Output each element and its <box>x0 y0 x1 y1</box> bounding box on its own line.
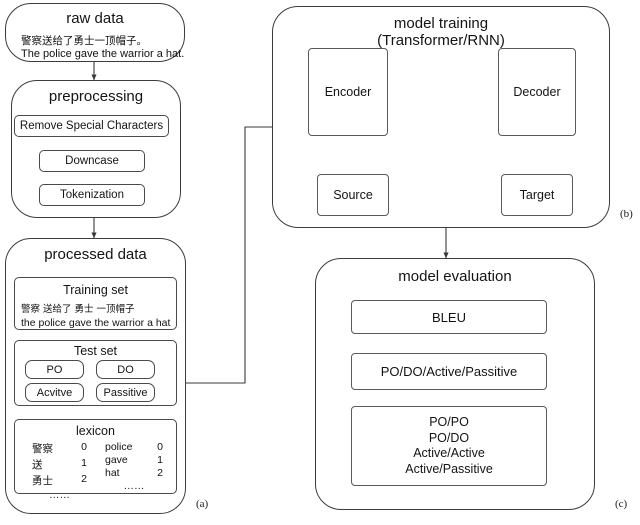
lexicon-token: police <box>105 441 133 453</box>
eval-pairs[interactable]: PO/PO PO/DO Active/Active Active/Passiti… <box>351 406 547 486</box>
test-tag-active[interactable]: Acvitve <box>25 383 84 402</box>
lexicon-id: 1 <box>81 457 87 469</box>
block-label: Source <box>333 188 373 202</box>
step-tokenization[interactable]: Tokenization <box>39 184 145 206</box>
test-tag-po[interactable]: PO <box>25 360 84 379</box>
step-label: Tokenization <box>60 189 124 201</box>
test-tag-passive[interactable]: Passitive <box>96 383 155 402</box>
preprocessing-title: preprocessing <box>48 88 144 105</box>
eval-pair-line: Active/Passitive <box>405 461 493 476</box>
eval-categories-label: PO/DO/Active/Passitive <box>380 364 518 379</box>
step-downcase[interactable]: Downcase <box>39 150 145 172</box>
lexicon-box: lexicon <box>14 419 177 494</box>
training-set-cjk-line: 警察 送给了 勇士 一顶帽子 <box>21 304 135 315</box>
eval-metric-bleu[interactable]: BLEU <box>351 300 547 334</box>
raw-data-english-line: The police gave the warrior a hat. <box>21 48 185 60</box>
training-set-box[interactable]: Training set 警察 送给了 勇士 一顶帽子 the police g… <box>14 277 177 330</box>
step-label: Downcase <box>65 155 119 167</box>
panel-tag-b: (b) <box>620 208 633 220</box>
lexicon-token: 勇士 <box>32 475 53 487</box>
block-source[interactable]: Source <box>317 174 389 216</box>
processed-data-title: processed data <box>44 246 147 263</box>
model-training-title-line2: (Transformer/RNN) <box>377 32 505 49</box>
eval-pair-line: PO/PO <box>429 415 469 429</box>
raw-data-title: raw data <box>66 10 124 27</box>
group-raw-data: raw data 警察送给了勇士一顶帽子。 The police gave th… <box>5 3 185 62</box>
model-training-title-line1: model training <box>393 15 489 32</box>
panel-tag-a: (a) <box>196 498 209 510</box>
test-tag-label: PO <box>46 363 63 376</box>
block-encoder[interactable]: Encoder <box>308 48 388 136</box>
step-remove-special-characters[interactable]: Remove Special Characters <box>14 115 169 137</box>
lexicon-ellipsis: …… <box>49 489 70 501</box>
training-set-title: Training set <box>63 283 128 297</box>
step-label: Remove Special Characters <box>19 120 164 132</box>
panel-tag-c: (c) <box>615 498 628 510</box>
block-decoder[interactable]: Decoder <box>498 48 576 136</box>
lexicon-id: 2 <box>157 467 163 479</box>
block-label: Decoder <box>513 85 561 99</box>
training-set-english-line: the police gave the warrior a hat <box>21 317 171 329</box>
block-label: Target <box>519 188 555 202</box>
test-tag-label: Acvitve <box>36 386 73 399</box>
eval-pair-line: PO/DO <box>428 430 470 445</box>
test-tag-do[interactable]: DO <box>96 360 155 379</box>
lexicon-id: 0 <box>157 441 163 453</box>
eval-categories[interactable]: PO/DO/Active/Passitive <box>351 353 547 390</box>
test-tag-label: DO <box>117 363 134 376</box>
lexicon-left-column: 警察 0 送 1 勇士 2 …… <box>32 441 87 501</box>
lexicon-token: hat <box>105 467 120 479</box>
lexicon-right-column: police 0 gave 1 hat 2 …… <box>105 441 163 492</box>
lexicon-ellipsis: …… <box>123 480 145 492</box>
block-label: Encoder <box>324 85 372 99</box>
eval-metric-label: BLEU <box>432 309 466 325</box>
lexicon-id: 1 <box>157 454 163 466</box>
test-tag-label: Passitive <box>103 386 148 399</box>
lexicon-token: 警察 <box>32 443 53 455</box>
lexicon-token: gave <box>105 454 128 466</box>
lexicon-title: lexicon <box>76 424 115 438</box>
lexicon-token: 送 <box>32 459 43 471</box>
raw-data-cjk-line: 警察送给了勇士一顶帽子。 <box>21 35 147 47</box>
eval-pair-line: Active/Active <box>413 446 485 460</box>
lexicon-id: 0 <box>81 441 87 453</box>
model-evaluation-title: model evaluation <box>398 268 512 285</box>
test-set-title: Test set <box>73 344 118 358</box>
lexicon-id: 2 <box>81 473 87 485</box>
block-target[interactable]: Target <box>501 174 573 216</box>
